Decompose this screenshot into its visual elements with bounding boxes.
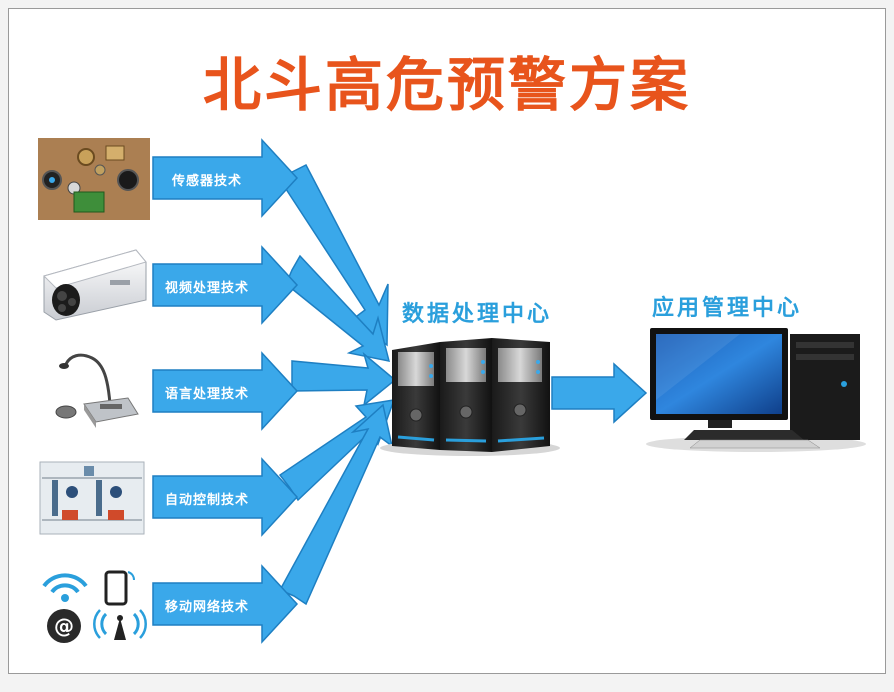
tech-label-control: 自动控制技术 xyxy=(164,493,249,508)
converge-arrow-3 xyxy=(291,351,397,407)
tech-arrow-1 xyxy=(152,138,299,218)
sensor-components-icon xyxy=(38,138,150,220)
data-processing-center-label: 数据处理中心 xyxy=(402,302,553,327)
desktop-computer-icon xyxy=(646,328,866,452)
control-panel-icon xyxy=(39,461,145,535)
gooseneck-microphone-icon xyxy=(55,353,139,428)
tech-label-language: 语言处理技术 xyxy=(164,387,249,402)
smartphone-icon xyxy=(104,570,135,606)
tech-arrow-4 xyxy=(152,457,299,537)
tech-arrow-2 xyxy=(152,245,299,325)
converging-arrows xyxy=(278,163,397,606)
application-management-center-label: 应用管理中心 xyxy=(652,296,803,321)
cctv-camera-icon xyxy=(43,249,147,321)
mobile-network-icons: @ xyxy=(42,570,147,643)
tech-arrow-3 xyxy=(152,351,299,431)
server-rack-icon xyxy=(380,338,560,456)
page-title: 北斗高危预警方案 xyxy=(202,51,691,119)
converge-arrow-1 xyxy=(283,163,389,347)
tech-label-sensor: 传感器技术 xyxy=(171,174,242,189)
converge-arrow-5 xyxy=(278,403,394,606)
tech-label-video: 视频处理技术 xyxy=(164,281,249,296)
output-arrow xyxy=(551,362,648,424)
radio-tower-icon xyxy=(93,609,147,640)
converge-arrow-2 xyxy=(285,254,391,362)
svg-text:@: @ xyxy=(54,614,74,638)
tech-arrow-5 xyxy=(152,564,299,644)
wifi-icon xyxy=(42,573,88,602)
tech-label-network: 移动网络技术 xyxy=(164,600,249,615)
at-sign-icon: @ xyxy=(47,609,81,643)
technology-arrows xyxy=(152,138,299,644)
